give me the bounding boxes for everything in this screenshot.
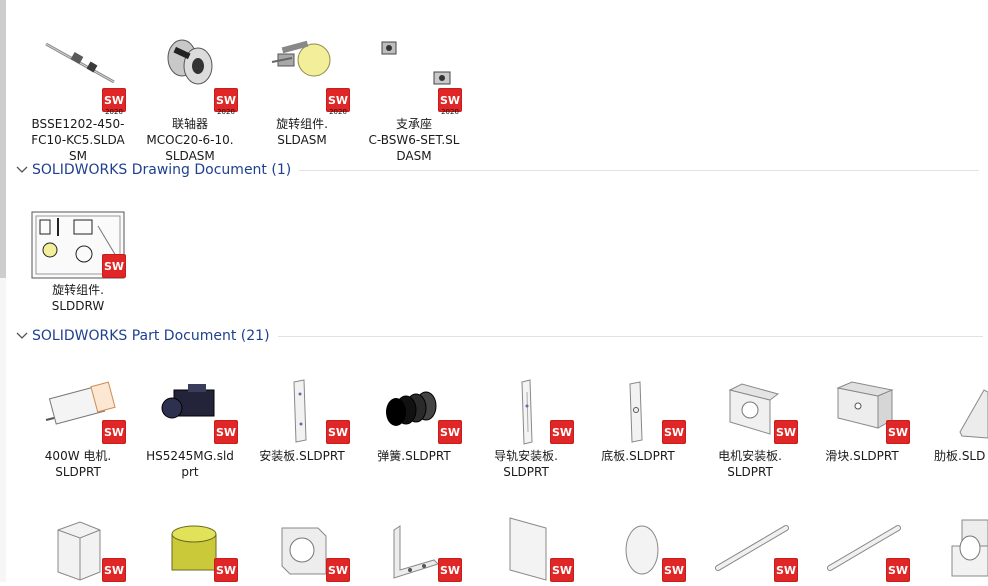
file-name: 安装板.SLDPRT (259, 449, 345, 463)
file-item[interactable]: 弹簧.SLDPRT (358, 362, 470, 464)
file-item[interactable] (470, 500, 582, 586)
solidworks-badge-icon: 2020 (438, 88, 462, 114)
file-item[interactable]: 旋转组件.SLDDRW (22, 196, 134, 314)
square-plate-icon (509, 517, 547, 581)
file-name: 400W 电机.SLDPRT (44, 449, 112, 479)
group-title: SOLIDWORKS Drawing Document (1) (32, 162, 292, 178)
solidworks-badge-icon (102, 420, 126, 444)
file-name: 旋转组件.SLDDRW (51, 283, 105, 313)
file-item[interactable]: 肋板.SLD (918, 362, 988, 464)
vertical-scrollbar[interactable] (0, 0, 6, 582)
svg-text:2020: 2020 (329, 108, 347, 114)
rib-plate-icon (959, 389, 988, 439)
solidworks-badge-icon: 2020 (326, 88, 350, 114)
chevron-down-icon[interactable] (12, 325, 32, 347)
solidworks-badge-icon (886, 558, 910, 582)
solidworks-badge-icon: 2020 (102, 88, 126, 114)
file-item[interactable]: 2020 旋转组件.SLDASM (246, 30, 358, 148)
file-item[interactable]: 400W 电机.SLDPRT (22, 362, 134, 480)
file-item[interactable]: 电机安装板.SLDPRT (694, 362, 806, 480)
flange-part-icon (951, 519, 988, 577)
file-item[interactable] (694, 500, 806, 586)
file-item[interactable]: 安装板.SLDPRT (246, 362, 358, 464)
solidworks-badge-icon (326, 420, 350, 444)
angle-bracket-icon (393, 525, 439, 579)
servo-icon (161, 384, 215, 419)
solidworks-badge-icon (438, 420, 462, 444)
solidworks-badge-icon (102, 558, 126, 582)
group-divider (277, 335, 983, 337)
solidworks-badge-icon (214, 558, 238, 582)
file-name: 弹簧.SLDPRT (377, 449, 451, 463)
bearing-block-icon (281, 527, 327, 575)
motor-plate-icon (728, 383, 780, 435)
cube-part-icon (57, 521, 101, 581)
file-item[interactable]: 导轨安装板.SLDPRT (470, 362, 582, 480)
file-item[interactable]: 底板.SLDPRT (582, 362, 694, 464)
file-name: 电机安装板.SLDPRT (718, 449, 782, 479)
group-header-part[interactable]: SOLIDWORKS Part Document (21) (0, 325, 988, 347)
chevron-down-icon[interactable] (12, 159, 32, 181)
svg-text:2020: 2020 (217, 108, 235, 114)
solidworks-badge-icon (102, 254, 126, 278)
file-name: 旋转组件.SLDASM (276, 117, 328, 147)
support-block-icon (381, 41, 451, 85)
rod-part-icon (715, 525, 789, 571)
group-header-drawing[interactable]: SOLIDWORKS Drawing Document (1) (0, 159, 988, 181)
file-item[interactable] (22, 500, 134, 586)
solidworks-badge-icon (886, 420, 910, 444)
solidworks-badge-icon (774, 420, 798, 444)
file-item[interactable] (582, 500, 694, 586)
file-item[interactable] (918, 500, 988, 586)
cylinder-part-icon (171, 525, 217, 571)
shaft-part-icon (827, 525, 901, 571)
mount-plate-icon (293, 379, 307, 443)
solidworks-badge-icon (214, 420, 238, 444)
file-item[interactable]: 滑块.SLDPRT (806, 362, 918, 464)
svg-text:2020: 2020 (441, 108, 459, 114)
rail-plate-icon (521, 379, 533, 445)
file-item[interactable] (358, 500, 470, 586)
file-item[interactable] (806, 500, 918, 586)
scrollbar-thumb[interactable] (0, 0, 6, 278)
solidworks-badge-icon (662, 558, 686, 582)
disc-part-icon (625, 525, 659, 575)
solidworks-badge-icon (774, 558, 798, 582)
svg-text:2020: 2020 (105, 108, 123, 114)
motor-icon (45, 381, 116, 425)
base-plate-icon (629, 381, 643, 443)
file-item[interactable] (246, 500, 358, 586)
rotary-assembly-icon (271, 40, 331, 77)
file-name: 肋板.SLD (934, 449, 986, 463)
file-name: 底板.SLDPRT (601, 449, 675, 463)
file-name: 导轨安装板.SLDPRT (494, 449, 558, 479)
file-item[interactable] (134, 500, 246, 586)
file-name: 滑块.SLDPRT (825, 449, 899, 463)
group-divider (299, 169, 980, 171)
group-title: SOLIDWORKS Part Document (21) (32, 328, 270, 344)
solidworks-badge-icon (662, 420, 686, 444)
ball-screw-icon (45, 42, 115, 84)
coupling-icon (167, 39, 213, 85)
solidworks-badge-icon (550, 558, 574, 582)
solidworks-badge-icon (326, 558, 350, 582)
solidworks-badge-icon (550, 420, 574, 444)
solidworks-badge-icon: 2020 (214, 88, 238, 114)
slider-block-icon (836, 381, 894, 429)
solidworks-badge-icon (438, 558, 462, 582)
spring-icon (386, 391, 437, 426)
